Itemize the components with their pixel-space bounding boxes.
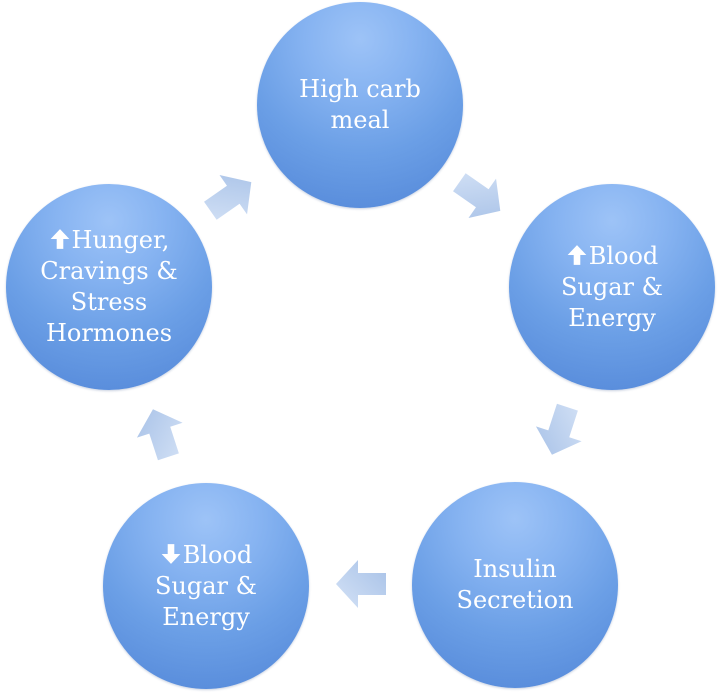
up-arrow-icon: [50, 229, 69, 249]
connector-arrow-1-to-2: [453, 173, 501, 218]
connector-arrow-3-to-4: [336, 560, 386, 608]
node-label: High carb meal: [299, 75, 421, 134]
node-label: Hunger, Cravings & Stress Hormones: [40, 226, 178, 347]
up-arrow-icon: [567, 244, 587, 265]
down-arrow-icon: [161, 543, 181, 564]
node-high-carb-meal: High carb meal: [257, 2, 463, 208]
node-label: Insulin Secretion: [456, 555, 574, 614]
node-label: Blood Sugar & Energy: [154, 540, 258, 631]
connector-arrow-5-to-1: [204, 175, 252, 220]
node-insulin-secretion: Insulin Secretion: [412, 482, 618, 688]
connector-arrow-4-to-5: [136, 409, 183, 461]
node-label: Blood Sugar & Energy: [560, 241, 664, 332]
node-hunger-cravings: Hunger, Cravings & Stress Hormones: [6, 184, 212, 390]
node-blood-sugar-up: Blood Sugar & Energy: [509, 184, 715, 390]
connector-arrow-2-to-3: [535, 403, 582, 455]
node-blood-sugar-down: Blood Sugar & Energy: [103, 483, 309, 689]
